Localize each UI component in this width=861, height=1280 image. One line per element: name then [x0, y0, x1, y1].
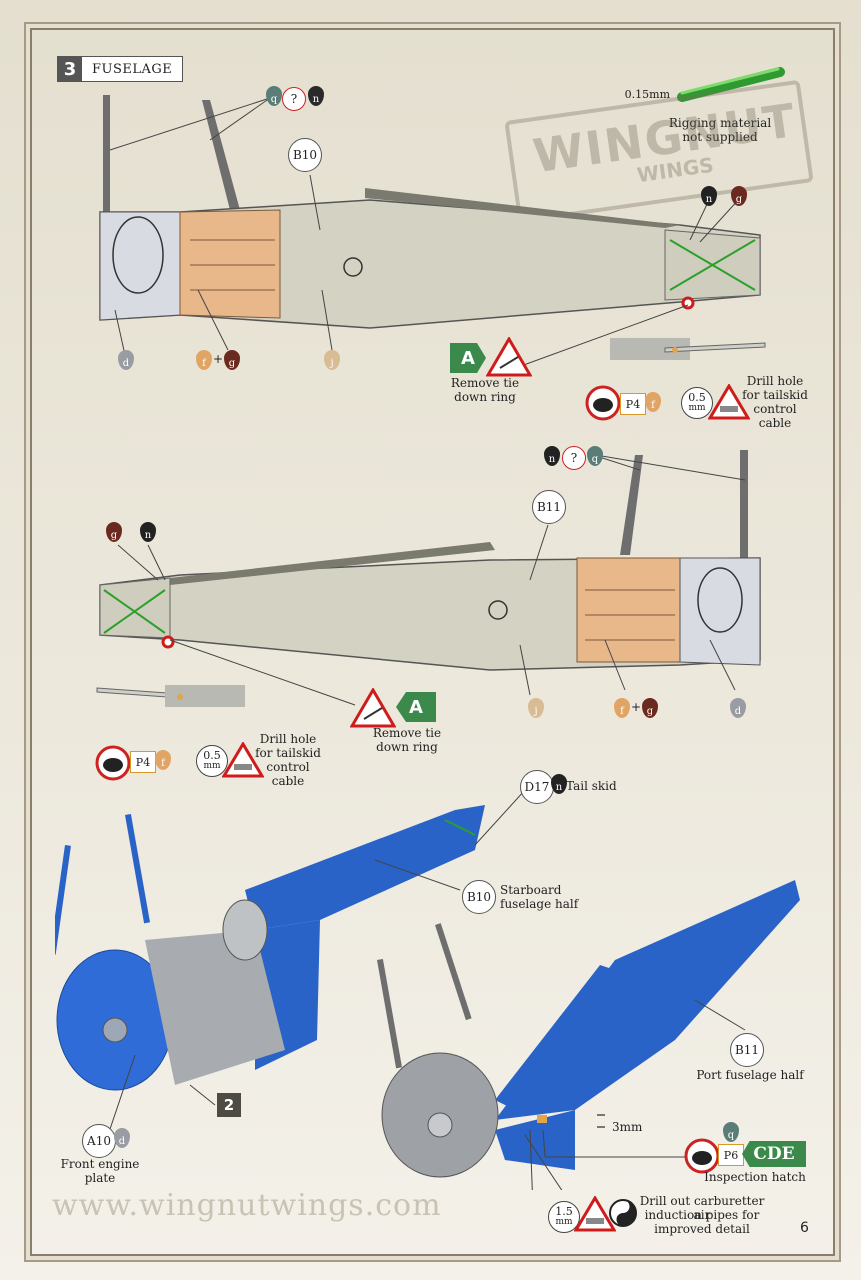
paint-drop-d: d: [118, 350, 134, 370]
drill-line3: control: [753, 402, 797, 416]
part-b10: B10: [288, 138, 322, 172]
drill-line2: for tailskid: [255, 746, 321, 760]
part-b10: B10: [462, 880, 496, 914]
paint-drop-q: q: [723, 1122, 739, 1142]
kit-icon: [95, 745, 131, 781]
part-p6: P6: [718, 1144, 744, 1166]
paint-drop-n: n: [701, 186, 717, 206]
drill-size-value: 0.5: [688, 391, 706, 404]
step-header: 3 FUSELAGE: [57, 56, 184, 82]
paint-drop-d: d: [114, 1128, 130, 1148]
starboard-line1: Starboard: [500, 883, 562, 897]
remove-ring-line2: down ring: [376, 740, 438, 754]
website-watermark: www.wingnutwings.com: [52, 1188, 442, 1223]
drill-line1: Drill hole: [746, 374, 804, 388]
paint-drop-j: j: [528, 698, 544, 718]
paint-drop-n: n: [544, 446, 560, 466]
kit-icon: [684, 1138, 720, 1174]
step-title: FUSELAGE: [92, 61, 173, 77]
rigging-thickness: 0.15mm: [624, 88, 670, 101]
paint-drop-q: q: [587, 446, 603, 466]
paint-drop-n: n: [308, 86, 324, 106]
drill-size: 0.5 mm: [196, 745, 228, 777]
drill-warning-icon: [222, 742, 264, 778]
carb-line3: improved detail: [654, 1222, 750, 1236]
paint-drop-g: g: [642, 698, 658, 718]
kit-icon: [585, 385, 621, 421]
page-border: [30, 28, 835, 1256]
tail-skid-label: Tail skid: [566, 779, 617, 793]
paint-drop-j: j: [324, 350, 340, 370]
paint-drop-f: f: [614, 698, 630, 718]
paint-drop-n: n: [140, 522, 156, 542]
drill-line4: cable: [758, 416, 792, 430]
drill-size-unit: mm: [555, 1217, 573, 1227]
fuselage-assembly-3d: [55, 805, 800, 1178]
unknown-color-icon: ?: [562, 446, 586, 470]
port-half-label: Port fuselage half: [696, 1068, 804, 1082]
part-b11: B11: [532, 490, 566, 524]
front-plate-line2: plate: [84, 1171, 116, 1185]
option-a-badge: A: [450, 343, 486, 373]
paint-drop-f: f: [196, 350, 212, 370]
drill-size-value: 0.5: [203, 749, 221, 762]
starboard-line2: fuselage half: [500, 897, 579, 911]
drill-warning-icon: [574, 1196, 616, 1232]
drill-line1: Drill hole: [259, 732, 317, 746]
rigging-note-1: Rigging material: [668, 116, 772, 130]
part-p4: P4: [130, 751, 156, 773]
tailskid-detail-top: [610, 338, 766, 360]
drill-line2: for tailskid: [742, 388, 808, 402]
paint-drop-n: n: [551, 774, 567, 794]
rigging-wire-illustration: [677, 67, 785, 102]
drill-warning-icon: [708, 384, 750, 420]
paint-drop-f: f: [155, 750, 171, 770]
part-d17: D17: [520, 770, 554, 804]
unknown-color-icon: ?: [282, 87, 306, 111]
leader-lines-bottom: [106, 790, 746, 1190]
part-a10: A10: [82, 1124, 116, 1158]
drill-line3: control: [266, 760, 310, 774]
part-p4: P4: [620, 393, 646, 415]
paint-drop-g: g: [731, 186, 747, 206]
fuselage-side-view-middle: [99, 450, 761, 671]
remove-ring-line2: down ring: [454, 390, 516, 404]
inspection-hatch-label: Inspection hatch: [704, 1170, 806, 1184]
remove-warning-icon: [486, 337, 532, 377]
drill-size-unit: mm: [203, 761, 221, 771]
rigging-note-2: not supplied: [682, 130, 758, 144]
step-number: 3: [58, 57, 82, 81]
drill-size-unit: mm: [688, 403, 706, 413]
drill-size: 0.5 mm: [681, 387, 713, 419]
front-plate-line1: Front engine: [60, 1157, 140, 1171]
remove-ring-line1: Remove tie: [372, 726, 442, 740]
fuselage-side-view-top: [99, 95, 761, 329]
page-number: 6: [800, 1220, 809, 1236]
paint-drop-f: f: [645, 392, 661, 412]
plus-sign: +: [630, 700, 642, 714]
paint-drop-g: g: [224, 350, 240, 370]
carb-line1: Drill out carburetter air: [639, 1194, 765, 1222]
remove-warning-icon: [350, 688, 396, 728]
remove-ring-line1: Remove tie: [450, 376, 520, 390]
paint-drop-q: q: [266, 86, 282, 106]
part-b11: B11: [730, 1033, 764, 1067]
drill-size-value: 1.5: [555, 1205, 573, 1218]
plus-sign: +: [212, 352, 224, 366]
paint-drop-d: d: [730, 698, 746, 718]
dimension-label: 3mm: [612, 1120, 643, 1134]
sub-step-badge: 2: [217, 1093, 241, 1117]
paint-drop-g: g: [106, 522, 122, 542]
drill-size: 1.5 mm: [548, 1201, 580, 1233]
option-cde-badge: CDE: [742, 1141, 806, 1167]
carb-line2: induction pipes for: [644, 1208, 760, 1222]
leader-lines-top: [109, 97, 741, 371]
drill-line4: cable: [271, 774, 305, 788]
optional-detail-icon: [609, 1199, 637, 1227]
leader-lines-middle: [117, 453, 746, 706]
tailskid-detail-middle: [96, 685, 245, 707]
